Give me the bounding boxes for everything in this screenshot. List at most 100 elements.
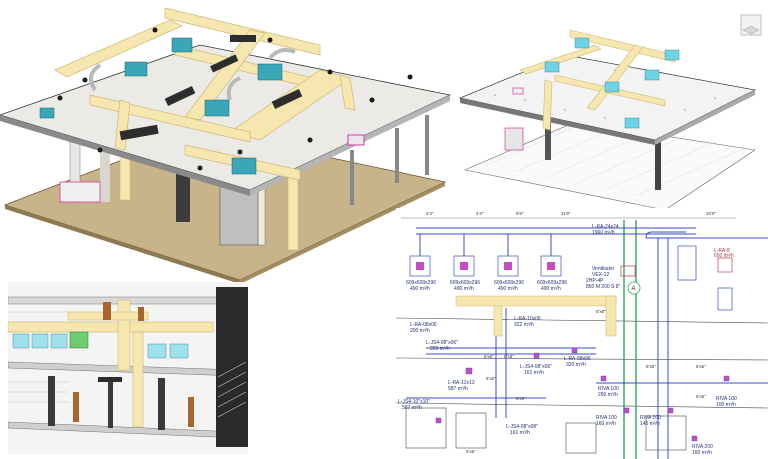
label-l14-b: 160 m³/h [596, 421, 616, 427]
label-l16-b: 100 m³/h [716, 402, 736, 408]
label-l16-a: RIVA 100 [716, 396, 737, 402]
dim-6: 6'x6" [646, 364, 656, 369]
box-1-flow: 490 m³/h [410, 286, 430, 292]
box-2-size: 609x609x296 [450, 280, 480, 286]
flex-duct [89, 48, 296, 101]
dim-5: 6'x6" [696, 364, 706, 369]
label-l8-a: L-RA-12x12 [448, 380, 475, 386]
top-dim-5: 10'0" [706, 211, 716, 216]
vav-box-fills [416, 262, 555, 270]
label-l17-b: 160 m³/h [692, 450, 712, 456]
label-l3-b: VEX-12 [592, 272, 609, 278]
access-panel [347, 134, 365, 146]
box-3-flow: 490 m³/h [498, 286, 518, 292]
columns [48, 376, 165, 430]
box-3-size: 609x609x296 [494, 280, 524, 286]
column [100, 152, 110, 202]
main-3d-view [0, 0, 460, 285]
upper-slab-edge [460, 98, 655, 145]
label-l3-a: Ventilador [592, 266, 615, 272]
light-fixtures [57, 27, 413, 171]
diffusers [119, 35, 303, 141]
column [350, 150, 354, 205]
label-l10-b: 320 m³/h [566, 362, 586, 368]
label-l8-b: 587 m³/h [448, 386, 468, 392]
label-l9-a: L-JS4-08"x06" [520, 364, 552, 370]
section-marker[interactable] [627, 281, 641, 295]
section-marker-label: A [632, 286, 636, 292]
label-l6-b: 200 m³/h [410, 328, 430, 334]
hvac-floor-plan: 4'4" 4'4" 6'9" 11'9" 10'0" [396, 208, 768, 459]
view-cube-face [742, 25, 760, 35]
bottom-left-svg [8, 282, 248, 454]
plan-background [396, 208, 768, 459]
label-l14-a: RIVA 100 [596, 415, 617, 421]
equipment-box [717, 287, 733, 311]
upper-slab-edge [0, 115, 250, 196]
dim-8: 6'x6" [696, 394, 706, 399]
label-l13-b: 290 m³/h [598, 392, 618, 398]
dim-1: 6'x6" [484, 354, 494, 359]
label-l12-b: 161 m³/h [510, 430, 530, 436]
stair-wall [216, 287, 248, 447]
fan-unit [69, 331, 89, 349]
label-l4-a: 2HP-4P [586, 278, 604, 284]
box-4-size: 609x609x296 [537, 280, 567, 286]
column [655, 115, 661, 190]
label-l15-a: RIVA 100 [640, 415, 661, 421]
vav-boxes [409, 255, 562, 277]
bottom-left-section-view [8, 282, 248, 454]
wall-panel [504, 127, 524, 151]
hvac-units [39, 37, 283, 175]
upper-slab-edge [655, 90, 755, 145]
label-l9-b: 161 m³/h [524, 370, 544, 376]
duct-network [54, 7, 356, 181]
fan-box [620, 265, 636, 277]
ground-floor-slab-edge [240, 182, 445, 284]
label-l1-b: 1960 m³/h [592, 230, 615, 236]
upper-slab [458, 54, 757, 141]
green-main-duct [623, 220, 637, 459]
top-right-3d-view [455, 0, 768, 215]
yellow-return-duct [455, 295, 617, 337]
top-dim-1: 4'4" [426, 211, 434, 216]
label-l11-b: 587 m³/h [402, 405, 422, 411]
label-l2-a: L-RA-8 [714, 248, 730, 254]
label-l5-a: L-RA-10x06 [514, 316, 541, 322]
dim-3: 6'x6" [486, 376, 496, 381]
main-3d-svg [0, 7, 452, 284]
box-2-flow: 490 m³/h [454, 286, 474, 292]
column [395, 128, 399, 183]
stair [217, 361, 247, 418]
plan-svg: 4'4" 4'4" 6'9" 11'9" 10'0" [396, 208, 768, 459]
label-l12-a: L-JS4-08"x08" [506, 424, 538, 430]
dim-4: 8'x6" [516, 396, 526, 401]
access-panel [512, 87, 524, 95]
doors [73, 302, 194, 427]
blue-ducts [406, 227, 768, 459]
label-l6-a: L-RA-08x06 [410, 322, 437, 328]
floor-slab [464, 121, 756, 211]
dim-9: 6'x6" [466, 449, 476, 454]
label-l7-b: 209 m³/h [430, 346, 450, 352]
hvac-units [544, 37, 680, 129]
label-l4-b: 850 M 200 S 8" [586, 284, 621, 290]
column [545, 120, 551, 160]
ground-floor-slab-edge [5, 205, 240, 284]
top-dim-2: 4'4" [476, 211, 484, 216]
label-l1-a: L-RA-24x24 [592, 224, 619, 230]
box-4-flow: 490 m³/h [541, 286, 561, 292]
walls [396, 317, 768, 454]
equipment-box [677, 245, 697, 281]
label-l17-a: RIVA 200 [692, 444, 713, 450]
hvac-units [12, 333, 189, 359]
column [425, 115, 429, 175]
diffuser [98, 377, 122, 382]
equipment-box [717, 257, 733, 273]
dim-7: 8'x8" [596, 309, 606, 314]
box-1-size: 609x609x296 [406, 280, 436, 286]
label-l5-b: 322 m³/h [514, 322, 534, 328]
top-right-3d-svg [458, 14, 762, 211]
label-l15-b: 145 m³/h [640, 421, 660, 427]
wall-panel [59, 181, 101, 203]
